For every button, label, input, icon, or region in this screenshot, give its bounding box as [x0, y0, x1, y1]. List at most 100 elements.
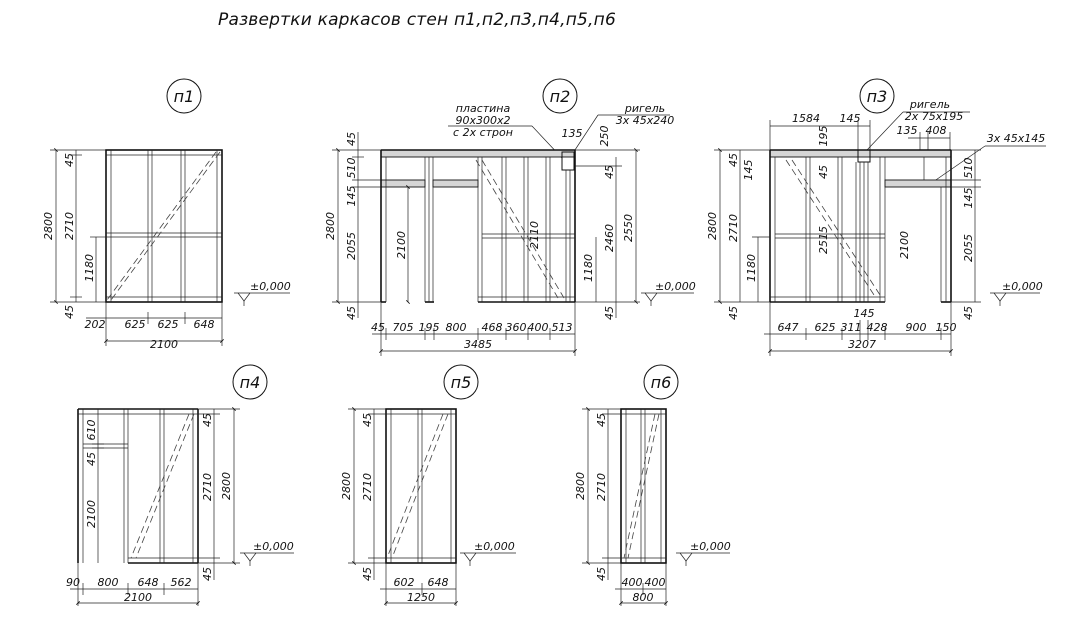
p2-v-left-total: 2800 — [324, 212, 337, 240]
wall-p1-label-circle — [166, 78, 202, 114]
wall-p3-label-circle — [859, 78, 895, 114]
wall-p2-notes: пластина 90х300х2 с 2х строн ригель 3х 4… — [448, 102, 675, 159]
p4-h-dim-2: 800 — [98, 576, 119, 589]
p6-v-left-1: 45 — [595, 413, 608, 427]
wall-p5-label: п5 — [451, 373, 472, 392]
wall-p2-frame — [380, 149, 576, 303]
p5-h-dim-1: 602 — [394, 576, 415, 589]
p1-v-dim-2: 2710 — [63, 212, 76, 240]
p1-h-dim-2: 625 — [125, 318, 146, 331]
p3-top-dim-3: 135 — [897, 124, 918, 137]
p3-top-dim-4: 408 — [926, 124, 947, 137]
drawing-title: Развертки каркасов стен п1,п2,п3,п4,п5,п… — [218, 10, 616, 30]
p6-v-left-3: 45 — [595, 567, 608, 581]
p3-v-left-1: 45 — [727, 153, 740, 167]
p3-h-dim-4: 428 — [867, 321, 888, 334]
p3-v-right-1: 510 — [962, 158, 975, 179]
p2-note-rigel-1: ригель — [624, 102, 665, 115]
p4-v-left-2: 45 — [85, 452, 98, 466]
p1-v-dim-4: 45 — [63, 305, 76, 319]
p2-v-opening-1: 2100 — [395, 231, 408, 259]
p1-v-dim-1: 45 — [63, 153, 76, 167]
p5-level-mark: ±0,000 — [460, 540, 516, 566]
p3-note-rigel-2: 2х 75х195 — [905, 110, 964, 123]
p4-h-dim-4: 562 — [171, 576, 192, 589]
wall-p1-label: п1 — [174, 87, 195, 106]
p3-v-left-5: 45 — [727, 306, 740, 320]
p2-note-plate-1: пластина — [456, 102, 511, 115]
p2-h-dim-7: 400 — [528, 321, 549, 334]
p2-h-dim-4: 800 — [446, 321, 467, 334]
p4-level-mark: ±0,000 — [240, 540, 294, 566]
wall-p5-dims: 2800 45 2710 45 602 648 1250 — [340, 407, 458, 606]
p5-level-text: ±0,000 — [474, 540, 515, 553]
p6-h-total: 800 — [633, 591, 654, 604]
p6-h-dim-1: 400 — [622, 576, 643, 589]
wall-p2-dims: 2800 45 510 145 2055 45 2100 2110 — [324, 132, 640, 356]
p4-v-right-2: 2710 — [201, 473, 214, 501]
wall-p3: п3 ригель 2х 75х195 3х 45х145 1584 145 — [706, 78, 1046, 356]
p3-h-dim-5: 900 — [906, 321, 927, 334]
p3-dim-195: 195 — [817, 126, 830, 147]
p1-level-mark: ±0,000 — [234, 280, 291, 306]
wall-p3-frame — [769, 149, 952, 303]
p2-h-dim-1: 45 — [371, 321, 385, 334]
p4-v-right-1: 45 — [201, 413, 214, 427]
p2-level-mark: ±0,000 — [641, 280, 696, 306]
wall-p4: п4 — [66, 364, 294, 606]
p3-top-dim-1: 1584 — [792, 112, 820, 125]
p1-v-total: 2800 — [42, 212, 55, 240]
p2-v-left-2: 510 — [345, 158, 358, 179]
p2-note-rigel-2: 3х 45х240 — [616, 114, 675, 127]
p3-dim-45-inner: 45 — [817, 165, 830, 179]
p3-h-dim-6: 150 — [936, 321, 957, 334]
p2-v-right-total: 2550 — [622, 214, 635, 242]
p3-note-3x: 3х 45х145 — [987, 132, 1046, 145]
p3-top-dim-2: 145 — [840, 112, 861, 125]
wall-p1-frame — [105, 149, 223, 303]
p5-h-dim-2: 648 — [428, 576, 449, 589]
p3-v-left-2: 145 — [742, 160, 755, 181]
p4-h-total: 2100 — [124, 591, 152, 604]
wall-p6: п6 2800 45 2710 — [574, 364, 731, 606]
p2-v-left-3: 145 — [345, 186, 358, 207]
p2-v-right-3: 1180 — [582, 254, 595, 282]
p2-level-text: ±0,000 — [655, 280, 696, 293]
p4-v-left-1: 610 — [85, 420, 98, 441]
wall-p2: п2 пластина 90х300х2 с 2х строн ригель 3… — [324, 78, 696, 356]
p2-v-left-1: 45 — [345, 132, 358, 146]
wall-p3-label: п3 — [867, 87, 888, 106]
wall-p6-label: п6 — [651, 373, 672, 392]
p3-v-right-3: 2055 — [962, 234, 975, 262]
p2-note-plate-2: 90х300х2 — [455, 114, 510, 127]
p2-h-dim-5: 468 — [482, 321, 503, 334]
p3-dim-2100: 2100 — [898, 231, 911, 259]
p2-h-dim-8: 513 — [552, 321, 573, 334]
wall-p4-label: п4 — [240, 373, 261, 392]
wall-p6-dims: 2800 45 2710 45 400 400 800 — [574, 407, 668, 606]
p1-h-dim-1: 202 — [85, 318, 106, 331]
p1-level-text: ±0,000 — [250, 280, 291, 293]
p2-v-right-1: 45 — [603, 165, 616, 179]
p3-h-dim-2: 625 — [815, 321, 836, 334]
wall-p3-notes: ригель 2х 75х195 3х 45х145 1584 145 135 — [769, 98, 1046, 259]
p3-v-left-4: 1180 — [745, 254, 758, 282]
p5-h-total: 1250 — [407, 591, 435, 604]
p6-level-text: ±0,000 — [690, 540, 731, 553]
p2-v-right-2: 2460 — [603, 224, 616, 252]
p2-h-dim-6: 360 — [506, 321, 527, 334]
p6-level-mark: ±0,000 — [676, 540, 731, 566]
wall-p1: п1 2800 — [42, 78, 291, 351]
p3-h-dim-3: 311 — [841, 321, 862, 334]
p5-v-left-3: 45 — [361, 567, 374, 581]
p3-h-total: 3207 — [848, 338, 876, 351]
wall-p2-label: п2 — [550, 87, 571, 106]
p5-v-left-1: 45 — [361, 413, 374, 427]
wall-p4-label-circle — [232, 364, 268, 400]
wall-p3-dims: 2800 45 145 2710 1180 45 510 145 2055 45 — [706, 148, 981, 356]
p2-note-plate-3: с 2х строн — [453, 126, 513, 139]
p5-v-left-2: 2710 — [361, 473, 374, 501]
wall-p1-dims: 2800 45 2710 1180 45 202 625 625 — [42, 148, 224, 351]
p4-level-text: ±0,000 — [253, 540, 294, 553]
p2-h-dim-2: 705 — [393, 321, 414, 334]
